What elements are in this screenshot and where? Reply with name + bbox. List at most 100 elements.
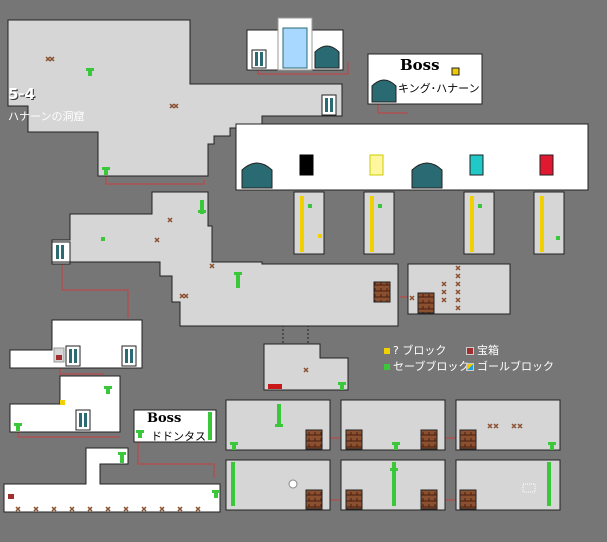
legend-question-block: ? ブロック <box>384 342 446 358</box>
wooden-door <box>345 489 363 510</box>
save-block <box>478 204 482 208</box>
save-block <box>308 204 312 208</box>
goal-door-cyan <box>469 154 484 176</box>
brick-block <box>169 103 179 109</box>
legend-goal-block: ゴールブロック <box>466 358 554 374</box>
room-boss-king <box>367 53 483 105</box>
room-left-upper <box>9 319 143 369</box>
door <box>75 409 91 431</box>
pipe <box>236 272 240 288</box>
connector <box>105 172 205 185</box>
room-top-doors <box>246 17 344 71</box>
connector <box>59 368 104 375</box>
brick-block <box>179 293 189 299</box>
brick-block <box>154 237 160 243</box>
pipe <box>212 490 220 493</box>
boss-king-label: Boss <box>400 56 440 74</box>
question-block <box>60 400 65 405</box>
treasure-chest <box>8 494 14 499</box>
connector <box>137 441 215 478</box>
pipe <box>547 462 551 506</box>
pipe <box>118 452 126 455</box>
brick-block <box>167 217 173 223</box>
pipe <box>392 462 396 506</box>
goal-door-black <box>299 154 314 176</box>
save-block-icon <box>384 364 390 370</box>
grid-rooms <box>225 399 561 511</box>
room-hall <box>235 123 589 191</box>
pipe <box>102 167 110 170</box>
ladder <box>370 196 374 252</box>
room-boss-dodontas <box>133 409 217 443</box>
save-block <box>378 204 382 208</box>
big-door <box>241 162 273 189</box>
connector <box>17 432 120 438</box>
red-switch <box>268 384 282 389</box>
pipe <box>277 404 281 426</box>
room-left-middle <box>9 375 121 433</box>
level-name: ハナーンの洞窟 <box>8 110 85 123</box>
pipe <box>104 386 112 389</box>
treasure-chest-icon <box>466 347 474 355</box>
room-bottom-long <box>3 447 221 513</box>
brick-block <box>487 423 523 429</box>
door <box>65 345 81 367</box>
room-middle-cave <box>51 191 399 327</box>
question-block <box>318 234 322 238</box>
pipe <box>231 462 235 506</box>
treasure-chest <box>56 355 62 360</box>
goal-block-icon <box>466 363 474 371</box>
save-block <box>556 236 560 240</box>
big-door <box>411 162 443 189</box>
door <box>251 49 267 69</box>
wooden-door <box>417 292 435 314</box>
door <box>321 94 337 116</box>
hidden-blocks <box>522 483 536 493</box>
ladder <box>300 196 304 252</box>
boss-dodontas-label: Boss <box>147 411 182 426</box>
goal-block-icon <box>451 67 460 76</box>
wooden-door <box>345 429 363 450</box>
wooden-door <box>420 429 438 450</box>
boss-king-name: キング･ハナーン <box>398 82 480 95</box>
brick-column <box>455 265 461 311</box>
wooden-door <box>459 489 477 510</box>
shafts <box>293 191 565 255</box>
wooden-door <box>459 429 477 450</box>
exit-door <box>282 27 308 69</box>
big-door <box>314 45 340 69</box>
room-right-tower <box>407 263 511 315</box>
big-door <box>371 79 397 103</box>
room-top-cave <box>7 19 343 177</box>
connector <box>377 103 408 114</box>
question-block-icon <box>384 348 390 354</box>
ladder <box>540 196 544 252</box>
connector <box>257 62 349 75</box>
brick-block <box>45 56 55 62</box>
brick-block <box>209 263 215 269</box>
pipe <box>338 382 346 385</box>
wooden-door <box>305 429 323 450</box>
wooden-door <box>373 281 391 303</box>
save-block <box>101 237 105 241</box>
wooden-door <box>305 489 323 510</box>
brick-row <box>15 506 201 512</box>
door <box>121 345 137 367</box>
legend-save-block: セーブブロック <box>384 358 469 374</box>
heart-block <box>288 479 298 489</box>
goal-door-red <box>539 154 554 176</box>
pipe <box>14 423 22 426</box>
pipe <box>208 412 212 440</box>
connector <box>61 262 129 318</box>
brick-block <box>303 367 309 373</box>
ladder <box>470 196 474 252</box>
dashed-shaft <box>282 325 309 344</box>
pipe <box>86 68 94 71</box>
brick-column <box>441 281 447 303</box>
pipe <box>200 200 204 214</box>
room-shaft-bottom <box>263 343 349 391</box>
legend-treasure-chest: 宝箱 <box>466 342 499 358</box>
level-number: 5-4 <box>8 85 36 103</box>
goal-door-yellow <box>369 154 384 176</box>
